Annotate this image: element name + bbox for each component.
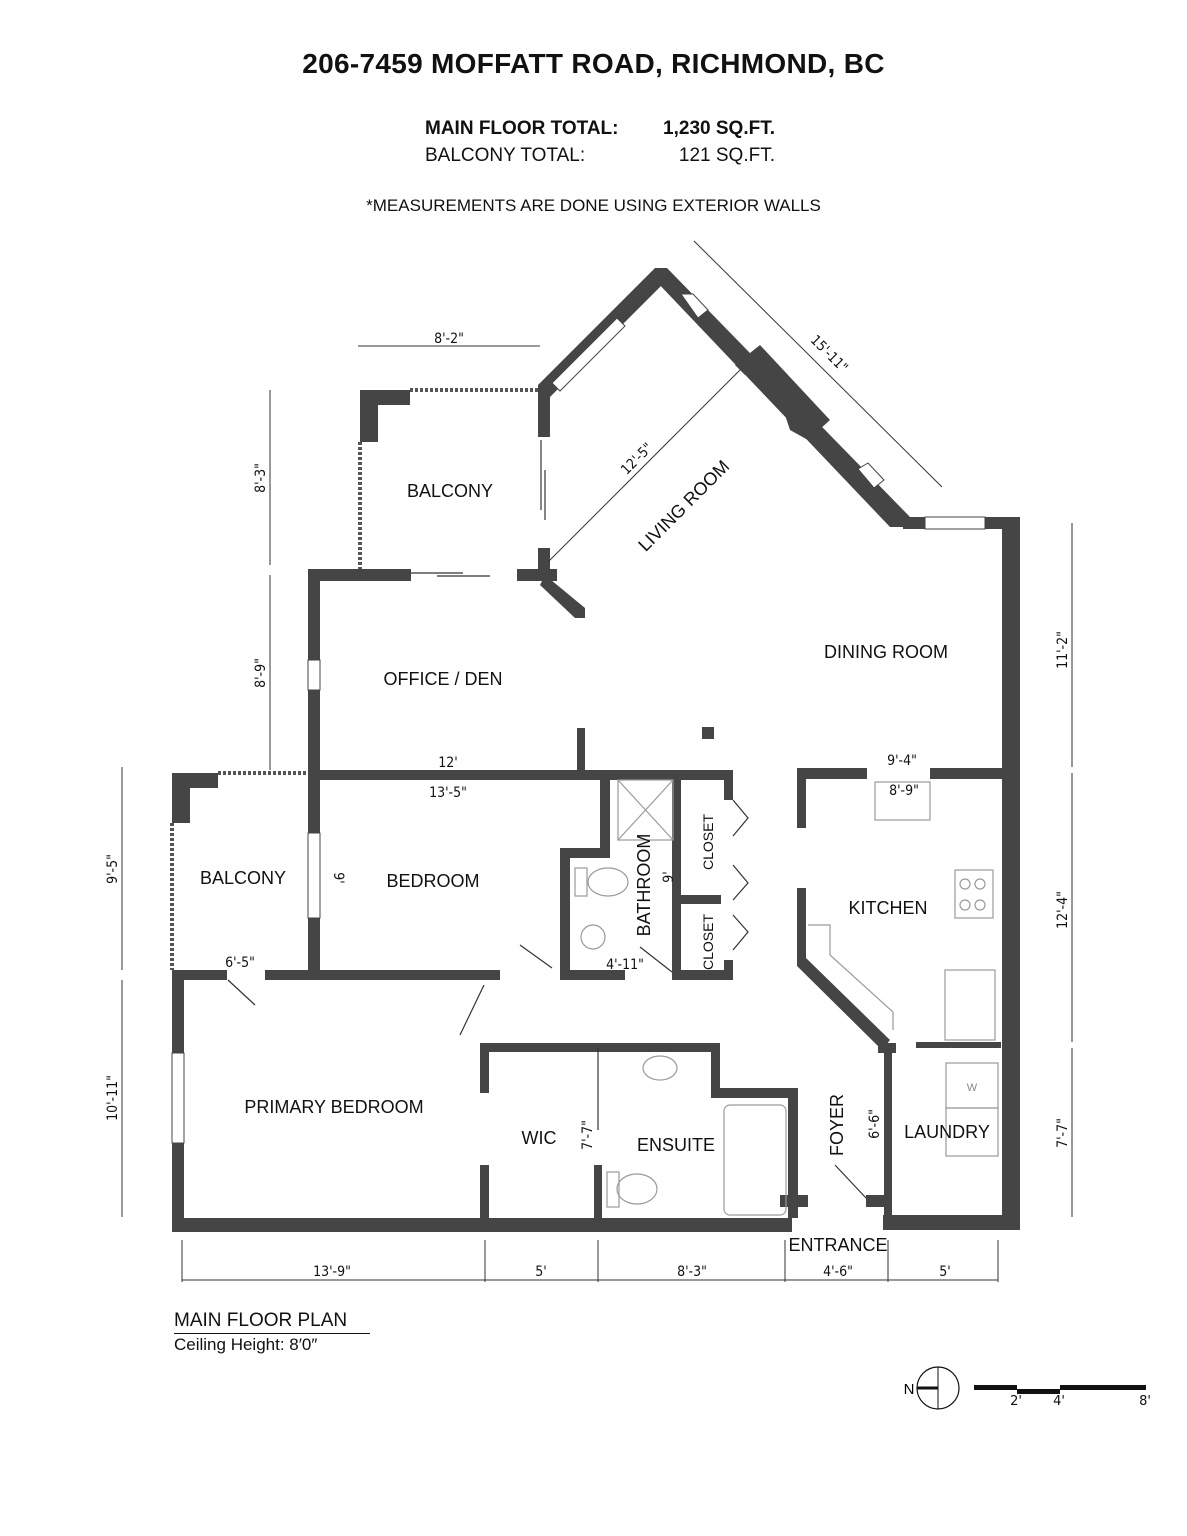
room-label-wic: WIC [522,1128,557,1148]
room-label-closet-1: CLOSET [700,814,716,870]
room-label-bedroom: BEDROOM [386,871,479,891]
dimension-lines [121,240,1073,1282]
kitchen-sink [874,781,931,821]
room-label-kitchen: KITCHEN [848,898,927,918]
room-label-dining-room: DINING ROOM [824,642,948,662]
balcony-total-value: 121 SQ.FT. [678,145,775,166]
dim-laundry-height: 7'-7" [1055,1118,1071,1148]
dim-kitchen-height: 12'-4" [1055,891,1071,929]
dim-office-width: 12' [438,755,457,771]
room-label-office-den: OFFICE / DEN [383,669,502,689]
room-label-bathroom: BATHROOM [634,834,654,937]
dim-bottom-2: 5' [535,1264,546,1280]
dim-ensuite-depth: 7'-7" [580,1120,596,1150]
room-label-primary-bedroom: PRIMARY BEDROOM [244,1097,423,1117]
room-label-living-room: LIVING ROOM [634,456,733,555]
dim-bottom-5: 5' [939,1264,950,1280]
room-label-closet-2: CLOSET [700,914,716,970]
dim-office-height: 8'-9" [253,658,269,688]
balcony-railings [170,388,538,970]
washer-label: W [967,1082,978,1094]
room-label-balcony-upper: BALCONY [407,481,493,501]
dim-balcony-lower-depth: 9'-5" [105,854,121,884]
dim-bottom-3: 8'-3" [677,1264,707,1280]
dim-bedroom-depth: 9' [330,872,346,883]
dim-bedroom-width: 13'-5" [429,785,467,801]
area-totals: MAIN FLOOR TOTAL: 1,230 SQ.FT. BALCONY T… [425,115,775,169]
dim-foyer-height: 6'-6" [867,1109,883,1139]
stove [954,869,994,919]
north-label: N [904,1381,915,1398]
windows [171,293,986,1144]
shower [617,779,674,841]
scale-bar: 2' 4' 8' [974,1385,1151,1409]
sink [580,924,606,950]
dim-bathroom-width: 4'-11" [606,957,644,973]
dim-primary-height: 10'-11" [105,1075,121,1121]
room-label-foyer: FOYER [827,1094,847,1156]
fridge [944,969,996,1041]
north-arrow-icon: N [904,1366,960,1410]
toilet [574,867,588,897]
dim-bathroom-depth: 9' [661,871,677,882]
balcony-total: BALCONY TOTAL: 121 SQ.FT. [425,142,775,169]
dim-balcony-upper-width: 8'-2" [434,331,464,347]
ensuite-toilet [606,1171,620,1208]
dim-dining-height: 11'-2" [1055,631,1071,669]
main-floor-total-value: 1,230 SQ.FT. [663,118,775,139]
measurement-note: *MEASUREMENTS ARE DONE USING EXTERIOR WA… [366,196,821,215]
balcony-total-label: BALCONY TOTAL: [425,145,586,166]
main-floor-total-label: MAIN FLOOR TOTAL: [425,118,619,139]
room-label-balcony-lower: BALCONY [200,868,286,888]
ensuite-sink [642,1055,678,1081]
main-floor-total: MAIN FLOOR TOTAL: 1,230 SQ.FT. [425,115,775,142]
room-label-laundry: LAUNDRY [904,1122,990,1142]
doors [227,440,867,1199]
scale-tick-8: 8' [1139,1394,1151,1409]
dim-bottom-1: 13'-9" [313,1264,351,1280]
dryer [945,1107,999,1157]
dim-kitchen-opening: 9'-4" [887,753,917,769]
fixtures [574,779,999,1216]
dim-balcony-lower-width: 6'-5" [225,955,255,971]
bathtub [723,1104,787,1216]
room-label-ensuite: ENSUITE [637,1135,715,1155]
dim-living-outer: 15'-11" [807,332,851,376]
room-label-entrance: ENTRANCE [788,1235,887,1255]
walls [172,268,1020,1232]
dim-balcony-upper-depth: 8'-3" [253,463,269,493]
scale-tick-4: 4' [1053,1394,1065,1409]
property-address: 206-7459 MOFFATT ROAD, RICHMOND, BC [302,48,885,79]
dim-bottom-4: 4'-6" [823,1264,853,1280]
dim-kitchen-width: 8'-9" [889,783,919,799]
plan-title: MAIN FLOOR PLAN [174,1310,370,1334]
ceiling-height: Ceiling Height: 8′0″ [174,1335,318,1354]
scale-tick-2: 2' [1010,1394,1022,1409]
